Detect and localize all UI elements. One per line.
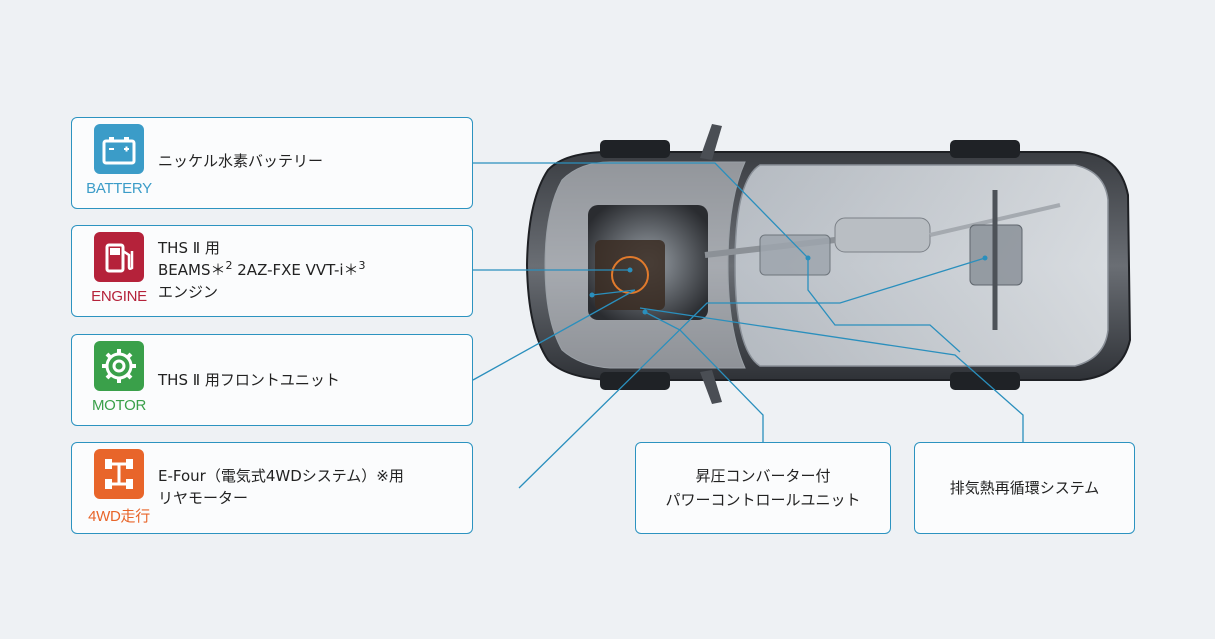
battery-label: BATTERY xyxy=(86,180,152,197)
exhaust-heat-text: 排気熱再循環システム xyxy=(949,479,1100,497)
motor-gear-icon xyxy=(94,341,144,391)
motor-label: MOTOR xyxy=(91,397,147,414)
battery-text: ニッケル水素バッテリー xyxy=(158,152,324,170)
leader-lines xyxy=(472,162,1024,489)
muffler xyxy=(834,217,931,253)
pcu-text-line2: パワーコントロールユニット xyxy=(665,491,861,509)
engine-text-line2: BEAMS＊2 2AZ-FXE VVT-i＊3 xyxy=(158,259,366,279)
awd-text-line1: E-Four（電気式4WDシステム）※用 xyxy=(158,467,404,485)
engine-callout: ENGINE THS Ⅱ 用 BEAMS＊2 2AZ-FXE VVT-i＊3 エ… xyxy=(71,225,473,317)
battery-callout: BATTERY ニッケル水素バッテリー xyxy=(71,117,473,209)
engine-text-line1: THS Ⅱ 用 xyxy=(158,239,220,257)
engine-label: ENGINE xyxy=(91,288,147,305)
leader-dots xyxy=(589,255,988,315)
engine-text-line3: エンジン xyxy=(158,283,219,301)
motor-callout: MOTOR THS Ⅱ 用フロントユニット xyxy=(71,334,473,426)
awd-label: 4WD走行 xyxy=(88,508,150,525)
battery-icon xyxy=(94,124,144,174)
pcu-callout: 昇圧コンバーター付 パワーコントロールユニット xyxy=(635,442,891,534)
motor-text: THS Ⅱ 用フロントユニット xyxy=(158,371,340,389)
awd-text-line2: リヤモーター xyxy=(158,489,249,507)
exhaust-heat-callout: 排気熱再循環システム xyxy=(914,442,1135,534)
pcu-text-line1: 昇圧コンバーター付 xyxy=(695,467,831,485)
front-unit xyxy=(595,240,665,310)
4wd-drivetrain-icon xyxy=(94,449,144,499)
pcu-unit xyxy=(759,234,831,276)
awd-callout: 4WD走行 E-Four（電気式4WDシステム）※用 リヤモーター xyxy=(71,442,473,534)
mirror-bottom xyxy=(700,370,722,404)
mirror-top xyxy=(700,124,722,160)
fuel-pump-icon xyxy=(94,232,144,282)
